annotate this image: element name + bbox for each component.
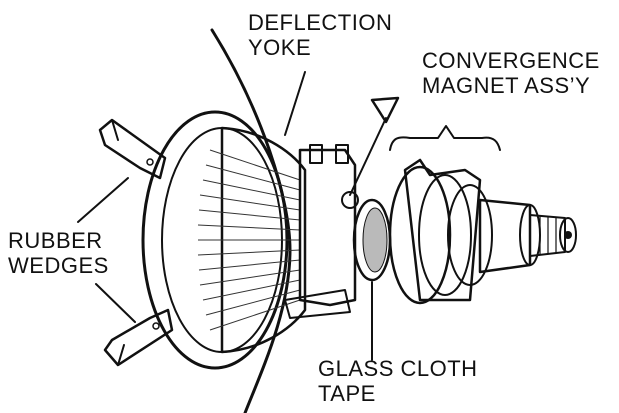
label-rubber-wedges-line1: RUBBER — [8, 228, 103, 253]
crt-funnel-outline — [210, 28, 292, 413]
leader-deflection-yoke — [284, 71, 306, 136]
label-rubber-wedges: RUBBER WEDGES — [8, 228, 109, 278]
leader-rubber-wedge-top — [77, 177, 129, 223]
label-glass-cloth-tape-line1: GLASS CLOTH — [318, 356, 478, 381]
rubber-wedge-bottom — [103, 308, 174, 367]
yoke-windings — [197, 149, 301, 331]
label-glass-cloth-tape-line2: TAPE — [318, 381, 376, 406]
label-convergence-magnet: CONVERGENCE MAGNET ASS’Y — [422, 48, 600, 98]
label-deflection-yoke-line2: YOKE — [248, 35, 312, 60]
label-convergence-magnet-line1: CONVERGENCE — [422, 48, 600, 73]
label-rubber-wedges-line2: WEDGES — [8, 253, 109, 278]
leader-convergence-brace — [389, 125, 501, 151]
leader-rubber-wedge-bottom — [95, 283, 136, 323]
rubber-wedge-top — [98, 118, 167, 180]
glass-cloth-tape — [352, 198, 392, 282]
label-glass-cloth-tape: GLASS CLOTH TAPE — [318, 356, 478, 406]
label-convergence-magnet-line2: MAGNET ASS’Y — [422, 73, 591, 98]
label-deflection-yoke-line1: DEFLECTION — [248, 10, 393, 35]
deflection-yoke — [141, 110, 357, 370]
label-deflection-yoke: DEFLECTION YOKE — [248, 10, 392, 60]
crt-neck-socket — [478, 198, 577, 274]
convergence-magnet-assembly — [341, 96, 493, 305]
